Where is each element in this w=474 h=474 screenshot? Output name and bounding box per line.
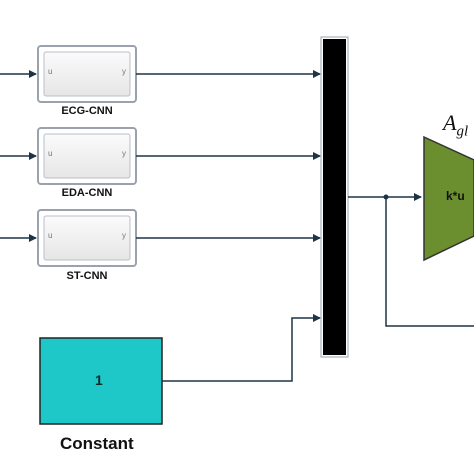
branch-wire (385, 197, 474, 327)
gain-symbol-main: A (443, 110, 457, 135)
eda-in-port: u (48, 149, 53, 158)
st-out-port: y (122, 231, 126, 240)
eda-cnn-caption: EDA-CNN (61, 187, 113, 199)
gain-expression: k*u (446, 189, 465, 203)
ecg-out-port: y (122, 67, 126, 76)
constant-caption: Constant (60, 434, 134, 453)
gain-block[interactable] (423, 135, 474, 262)
st-cnn-block[interactable] (37, 209, 137, 267)
wire-constant-to-mux (162, 314, 321, 382)
constant-block[interactable] (39, 337, 163, 425)
st-cnn-caption: ST-CNN (66, 270, 108, 282)
ecg-in-port: u (48, 67, 53, 76)
constant-value: 1 (95, 372, 103, 388)
st-in-port: u (48, 231, 53, 240)
eda-out-port: y (122, 149, 126, 158)
gain-symbol: Agl (443, 110, 468, 140)
gain-symbol-subscript: gl (456, 123, 469, 140)
ecg-cnn-caption: ECG-CNN (61, 105, 113, 117)
